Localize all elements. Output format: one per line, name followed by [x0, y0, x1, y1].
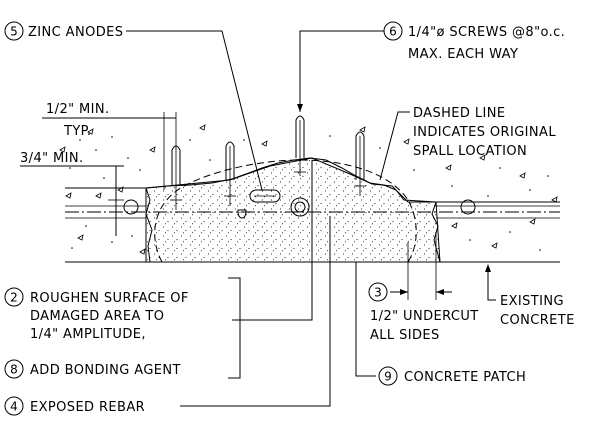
callout-roughen-line3: 1/4" AMPLITUDE, — [30, 327, 146, 342]
dim-three-quarter-min: 3/4" MIN. — [20, 151, 84, 166]
leader-existing-arrow — [485, 264, 491, 272]
callout-3-bubble — [368, 282, 388, 302]
rebar-section-right — [460, 199, 476, 215]
callout-zinc-anodes: ZINC ANODES — [28, 25, 123, 40]
callout-8-number: 8 — [10, 363, 18, 377]
callout-8-bubble — [4, 359, 24, 379]
screw-1 — [170, 145, 182, 210]
rebar-section-patch-inner — [294, 201, 306, 213]
callout-4-number: 4 — [10, 400, 18, 414]
zinc-anode — [249, 189, 281, 203]
callout-dashed-line3: SPALL LOCATION — [413, 144, 527, 159]
callout-dashed-line1: DASHED LINE — [413, 106, 505, 121]
callout-2-number: 2 — [10, 291, 18, 305]
undercut-arrow-left — [400, 289, 408, 295]
callout-2-bubble — [4, 287, 24, 307]
callout-concrete-patch: CONCRETE PATCH — [404, 370, 526, 385]
callout-3-number: 3 — [374, 286, 382, 300]
leader-exposed-rebar — [180, 216, 331, 407]
existing-concrete-aggregate — [59, 124, 558, 255]
leader-screws — [299, 30, 384, 112]
dim-half-inch-min: 1/2" MIN. — [46, 102, 110, 117]
callout-exposed-rebar: EXPOSED REBAR — [30, 400, 145, 415]
dim-typ: TYP. — [63, 124, 91, 139]
bracket-roughen-bonding — [228, 277, 241, 379]
callout-undercut-line1: 1/2" UNDERCUT — [370, 309, 479, 324]
callout-roughen-line1: ROUGHEN SURFACE OF — [30, 291, 189, 306]
rebar-section-left — [123, 199, 139, 215]
callout-existing-line1: EXISTING — [500, 294, 564, 309]
leader-existing-concrete — [487, 266, 496, 301]
callout-9-number: 9 — [384, 370, 392, 384]
rebar-section-patch — [290, 197, 310, 217]
callout-bonding: ADD BONDING AGENT — [30, 363, 181, 378]
screw-4 — [354, 131, 366, 196]
tie-wire — [237, 209, 247, 219]
leader-dashed-line — [379, 111, 410, 181]
callout-5-number: 5 — [10, 25, 18, 39]
callout-screws-line1: 1/4"ø SCREWS @8"o.c. — [408, 25, 565, 40]
leader-screws-arrow — [297, 104, 303, 112]
callout-undercut-line2: ALL SIDES — [370, 328, 440, 343]
leader-zinc-anodes — [126, 30, 263, 191]
concrete-patch-area — [145, 157, 441, 263]
screw-2 — [224, 141, 236, 206]
undercut-arrow-right — [436, 289, 444, 295]
leader-concrete-patch — [355, 262, 376, 377]
callout-dashed-line2: INDICATES ORIGINAL — [413, 125, 556, 140]
existing-edge-left — [145, 187, 153, 263]
roughened-surface-line — [145, 157, 437, 203]
callout-existing-line2: CONCRETE — [500, 313, 575, 328]
leader-roughen — [232, 160, 313, 321]
callout-roughen-line2: DAMAGED AREA TO — [30, 309, 164, 324]
callout-4-bubble — [4, 396, 24, 416]
screw-3 — [294, 115, 306, 176]
callout-5-bubble — [4, 21, 24, 41]
callout-9-bubble — [378, 366, 398, 386]
callout-6-number: 6 — [389, 25, 397, 39]
existing-concrete-top — [65, 187, 560, 203]
callout-screws-line2: MAX. EACH WAY — [408, 47, 518, 62]
